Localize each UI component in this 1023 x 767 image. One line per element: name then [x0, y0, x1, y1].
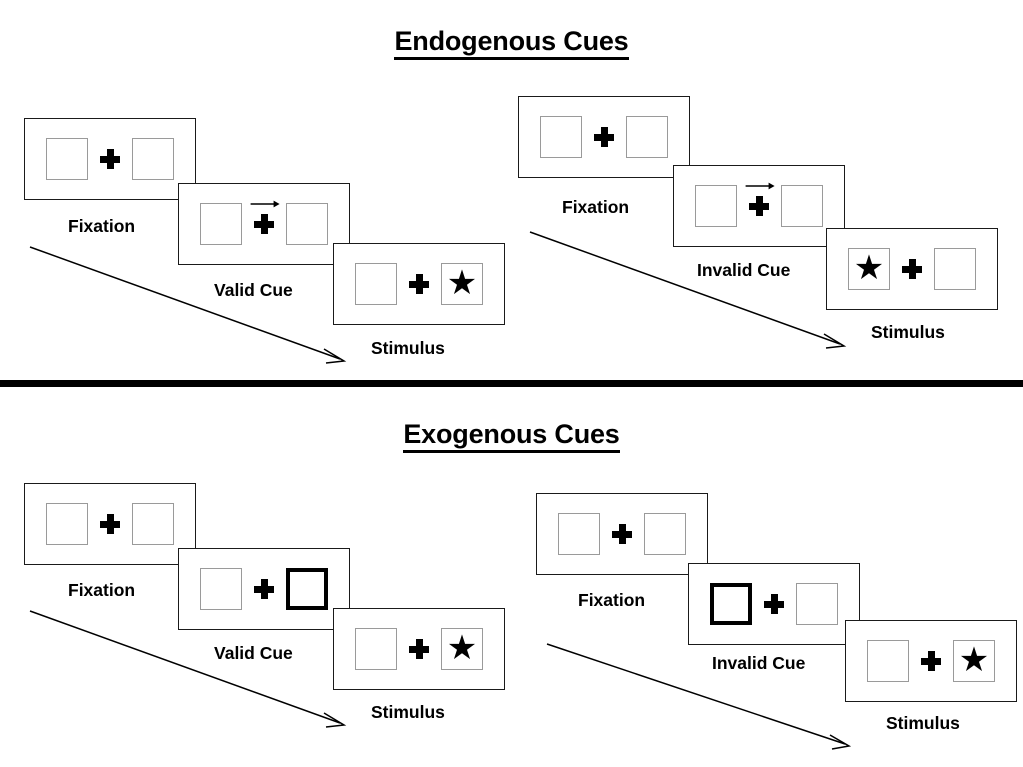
- panel-inner: ★: [355, 263, 483, 305]
- panel-inner: ★: [867, 640, 995, 682]
- panel-endo-invalid-cue: [673, 165, 845, 247]
- diagonal-arrow-icon-endo-valid: [29, 246, 347, 364]
- fixation-cross-wrap: [242, 579, 286, 599]
- panel-exo-valid-cue: [178, 548, 350, 630]
- star-icon: ★: [446, 629, 478, 667]
- section-title-endogenous: Endogenous Cues: [0, 26, 1023, 60]
- label-endo-invalid-cue: Invalid Cue: [697, 260, 791, 280]
- fixation-cross-wrap: [88, 149, 132, 169]
- label-exo-valid-stimulus: Stimulus: [371, 702, 445, 722]
- section-title-exogenous: Exogenous Cues: [0, 419, 1023, 453]
- target-box-right: [644, 513, 686, 555]
- target-box-right: [132, 503, 174, 545]
- arrow-right-icon: [250, 200, 280, 208]
- target-box-right-cued: [286, 568, 328, 610]
- label-endo-invalid-stimulus: Stimulus: [871, 322, 945, 342]
- panel-inner: [710, 583, 838, 625]
- fixation-cross-wrap: [397, 274, 441, 294]
- panel-endo-invalid-stimulus: ★: [826, 228, 998, 310]
- plus-icon: [100, 514, 120, 534]
- plus-icon: [254, 214, 274, 234]
- diagonal-arrow-icon-exo-valid: [29, 610, 347, 728]
- plus-icon: [612, 524, 632, 544]
- panel-inner: [558, 513, 686, 555]
- label-endo-valid-cue: Valid Cue: [214, 280, 293, 300]
- star-icon: ★: [446, 264, 478, 302]
- panel-inner: [695, 182, 823, 227]
- plus-icon: [409, 274, 429, 294]
- target-box-left-cued: [710, 583, 752, 625]
- plus-icon: [902, 259, 922, 279]
- panel-exo-valid-stimulus: ★: [333, 608, 505, 690]
- section-title-exogenous-text: Exogenous Cues: [403, 419, 620, 453]
- plus-icon: [764, 594, 784, 614]
- label-exo-valid-fixation: Fixation: [68, 580, 136, 600]
- target-box-right: ★: [441, 263, 483, 305]
- panel-inner: ★: [355, 628, 483, 670]
- fixation-cross-wrap: [909, 651, 953, 671]
- plus-icon: [254, 579, 274, 599]
- panel-endo-valid-stimulus: ★: [333, 243, 505, 325]
- target-box-right: [781, 185, 823, 227]
- panel-inner: [46, 138, 174, 180]
- fixation-cross-wrap: [600, 524, 644, 544]
- plus-icon: [749, 196, 769, 216]
- target-box-left: [46, 138, 88, 180]
- panel-exo-valid-fixation: [24, 483, 196, 565]
- target-box-right: ★: [441, 628, 483, 670]
- target-box-left: [867, 640, 909, 682]
- label-exo-valid-cue: Valid Cue: [214, 643, 293, 663]
- panel-endo-valid-fixation: [24, 118, 196, 200]
- target-box-left: [200, 203, 242, 245]
- target-box-left: [355, 263, 397, 305]
- target-box-left: [540, 116, 582, 158]
- label-exo-invalid-stimulus: Stimulus: [886, 713, 960, 733]
- target-box-right: ★: [953, 640, 995, 682]
- arrow-right-icon: [745, 182, 775, 190]
- fixation-cross-wrap: [88, 514, 132, 534]
- fixation-cross-wrap: [890, 259, 934, 279]
- target-box-left: [200, 568, 242, 610]
- panel-inner: ★: [848, 248, 976, 290]
- panel-exo-invalid-stimulus: ★: [845, 620, 1017, 702]
- panel-inner: [46, 503, 174, 545]
- panel-inner: [200, 200, 328, 245]
- plus-icon: [594, 127, 614, 147]
- target-box-right: [626, 116, 668, 158]
- label-exo-invalid-fixation: Fixation: [578, 590, 646, 610]
- plus-icon: [409, 639, 429, 659]
- label-endo-invalid-fixation: Fixation: [562, 197, 630, 217]
- plus-icon: [921, 651, 941, 671]
- target-box-right: [132, 138, 174, 180]
- target-box-left: [558, 513, 600, 555]
- panel-endo-valid-cue: [178, 183, 350, 265]
- label-endo-valid-fixation: Fixation: [68, 216, 136, 236]
- fixation-cross-wrap: [397, 639, 441, 659]
- diagonal-arrow-icon-exo-invalid: [546, 643, 852, 750]
- star-icon: ★: [958, 641, 990, 679]
- section-title-endogenous-text: Endogenous Cues: [394, 26, 629, 60]
- star-icon: ★: [853, 249, 885, 287]
- fixation-cross-wrap: [737, 182, 781, 216]
- panel-endo-invalid-fixation: [518, 96, 690, 178]
- label-exo-invalid-cue: Invalid Cue: [712, 653, 806, 673]
- panel-inner: [200, 568, 328, 610]
- section-divider: [0, 380, 1023, 387]
- target-box-left: [46, 503, 88, 545]
- plus-icon: [100, 149, 120, 169]
- panel-exo-invalid-fixation: [536, 493, 708, 575]
- target-box-left: [355, 628, 397, 670]
- target-box-right: [286, 203, 328, 245]
- panel-exo-invalid-cue: [688, 563, 860, 645]
- label-endo-valid-stimulus: Stimulus: [371, 338, 445, 358]
- target-box-right: [934, 248, 976, 290]
- target-box-right: [796, 583, 838, 625]
- target-box-left: [695, 185, 737, 227]
- fixation-cross-wrap: [582, 127, 626, 147]
- diagonal-arrow-icon-endo-invalid: [529, 231, 847, 349]
- fixation-cross-wrap: [752, 594, 796, 614]
- target-box-left: ★: [848, 248, 890, 290]
- panel-inner: [540, 116, 668, 158]
- fixation-cross-wrap: [242, 200, 286, 234]
